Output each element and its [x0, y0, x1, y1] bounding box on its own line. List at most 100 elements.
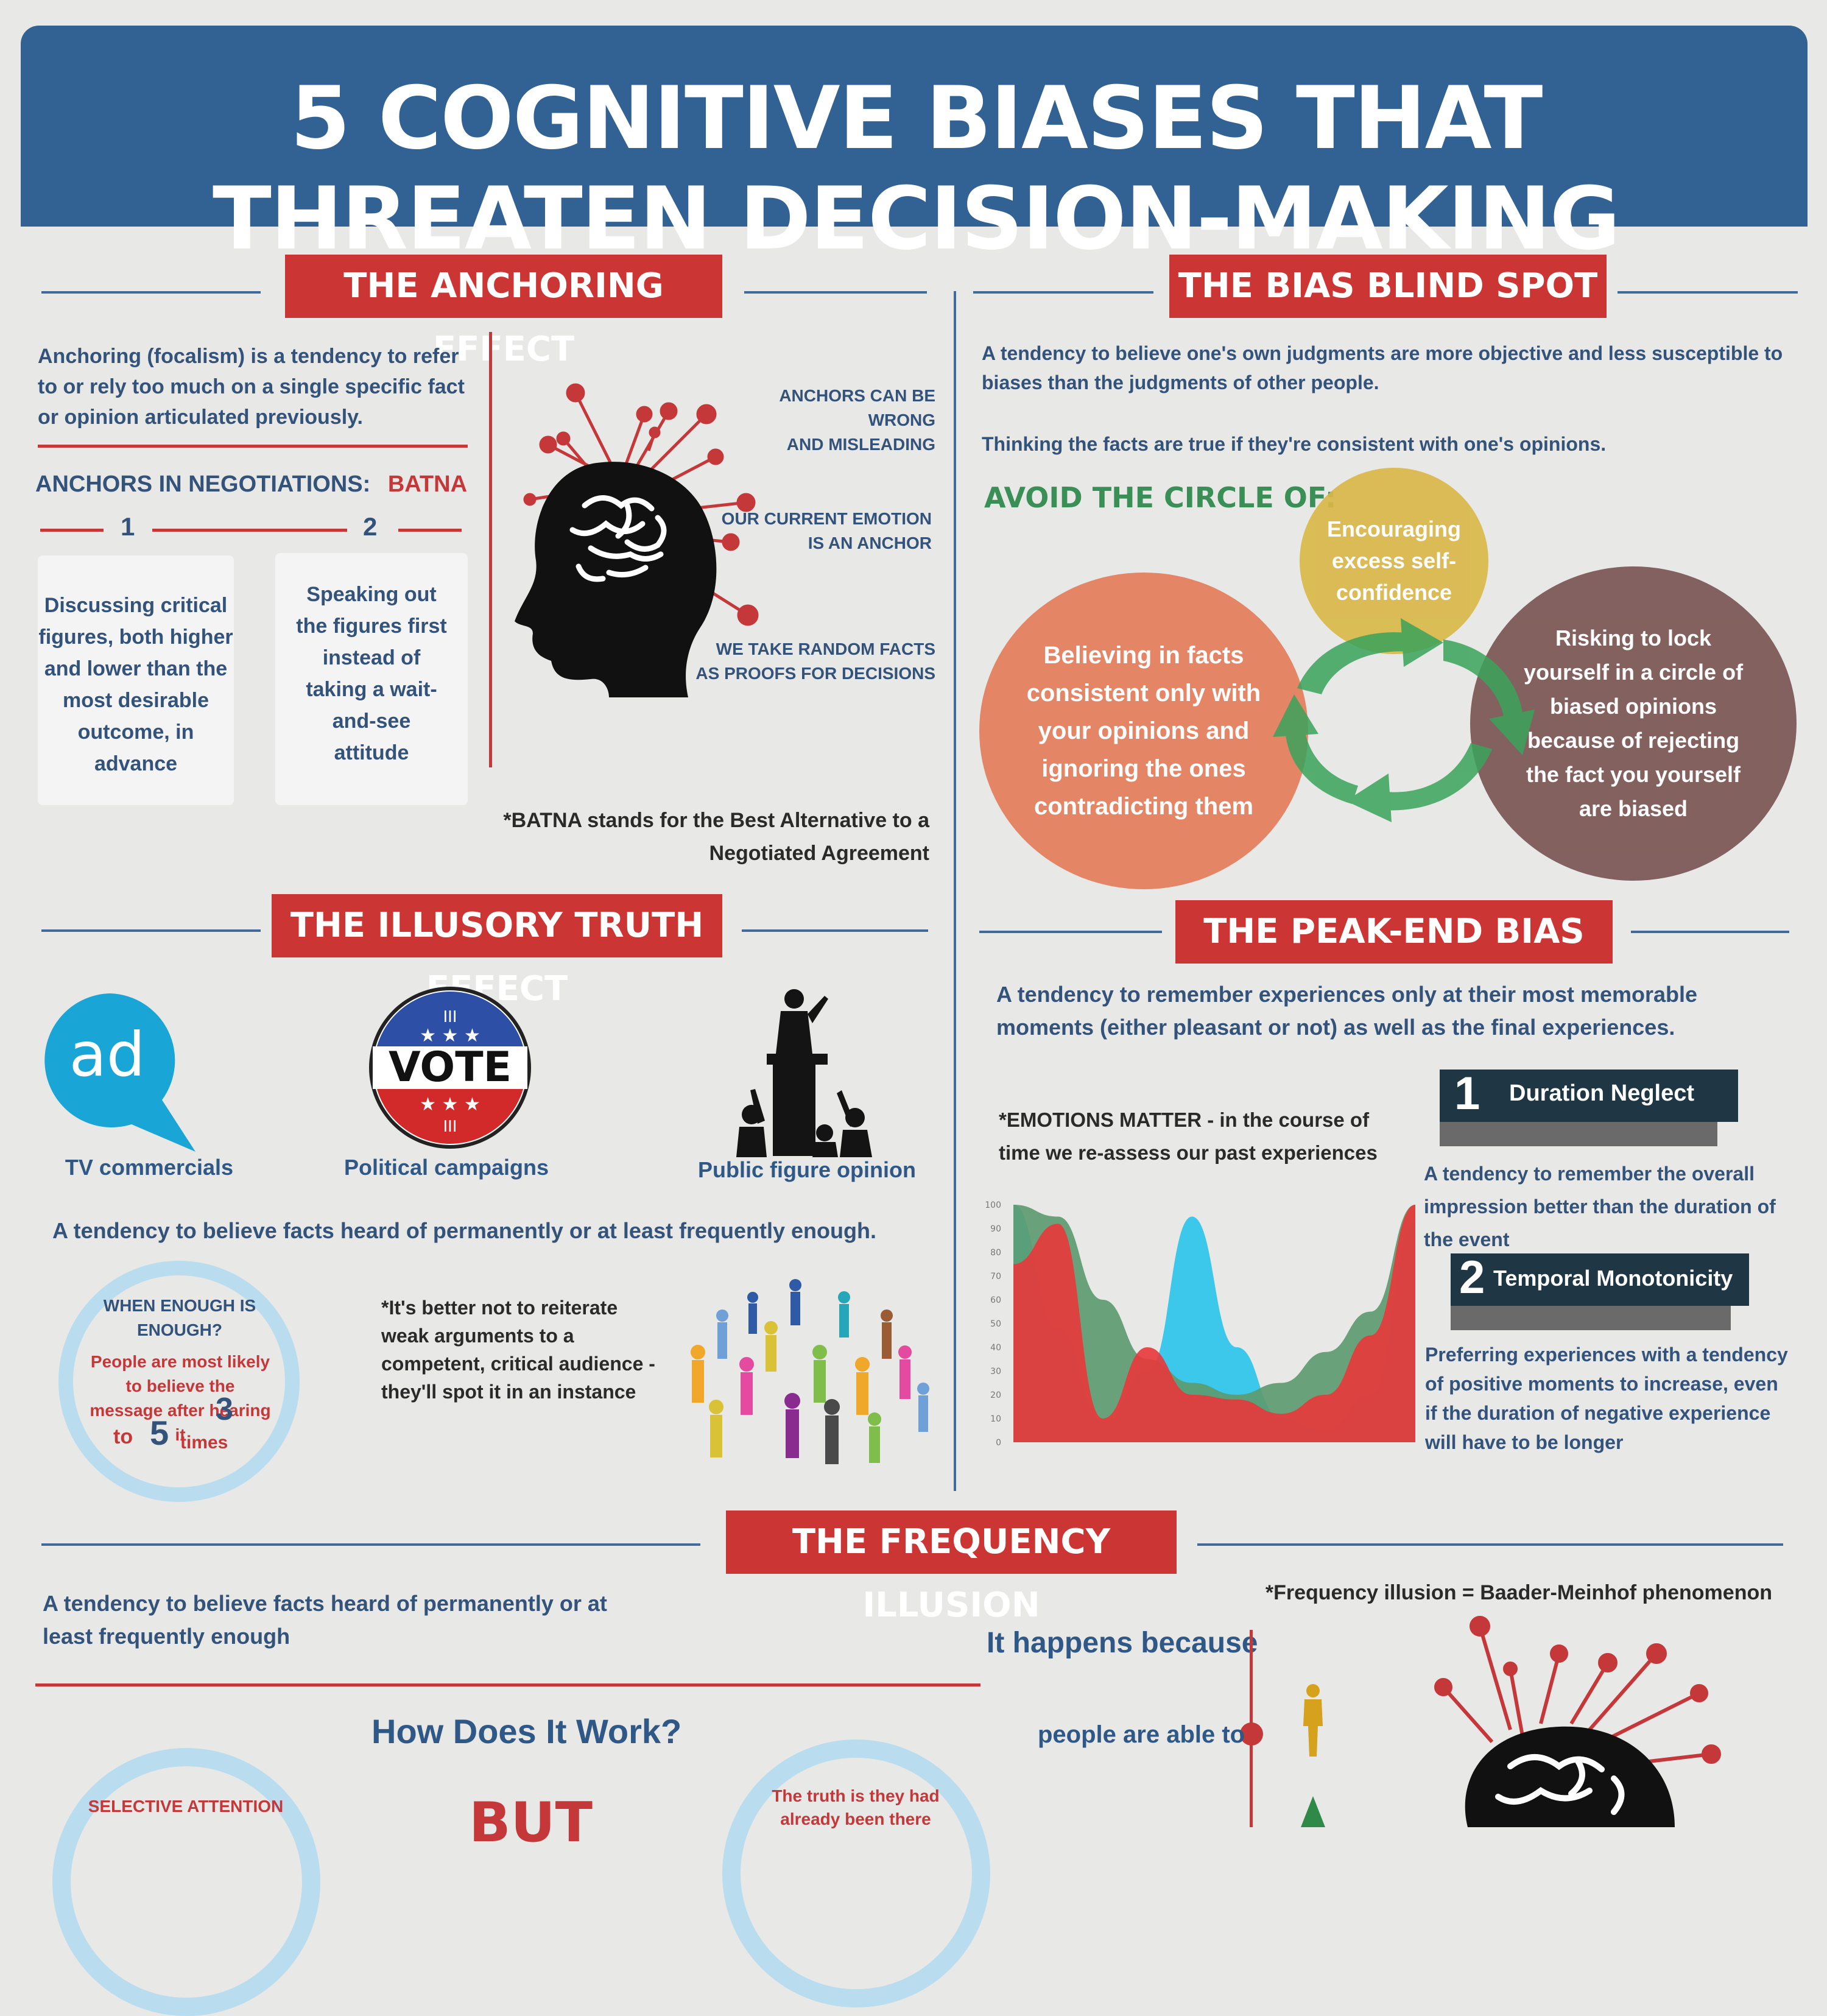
ring-to: to [113, 1425, 133, 1448]
blindspot-definition: A tendency to believe one's own judgment… [982, 342, 1783, 393]
divider-line [41, 929, 261, 932]
ad-speech-bubble-icon: ad [44, 993, 196, 1152]
cycle-arrows-icon [1273, 618, 1535, 822]
divider-line [40, 529, 104, 532]
truth-ring [722, 1739, 990, 2007]
head-with-pins-icon [515, 383, 759, 697]
divider-line [979, 931, 1162, 933]
head-with-pins-icon [1434, 1616, 1721, 1827]
political-campaigns-caption: Political campaigns [343, 1155, 549, 1180]
ad-text: ad [69, 1019, 146, 1090]
chart-series-area [1013, 1205, 1415, 1442]
temporal-monotonicity-desc: Preferring experiences with a tendency o… [1425, 1344, 1788, 1453]
vote-badge-icon: III ★ ★ ★ ★ ★ ★ III VOTE [369, 987, 531, 1149]
circle-top: Encouraging excess self-confidence [1300, 468, 1488, 654]
ribbon-number: 2 [1459, 1252, 1485, 1303]
people-are-able-to: people are able to [1038, 1721, 1245, 1748]
duration-neglect-desc: A tendency to remember the overall impre… [1424, 1163, 1776, 1250]
frequency-heading: THE FREQUENCY ILLUSION [726, 1510, 1177, 1625]
ring-times: times [180, 1433, 228, 1453]
ring-question: WHEN ENOUGH IS ENOUGH? [103, 1296, 256, 1339]
y-tick-label: 0 [996, 1438, 1001, 1448]
divider-line [41, 1543, 700, 1546]
selective-ring [52, 1748, 320, 2016]
peakend-definition: A tendency to remember experiences only … [996, 982, 1698, 1040]
divider-line [489, 332, 492, 767]
step-card: Discussing critical figures, both higher… [38, 555, 234, 805]
y-tick-label: 30 [990, 1367, 1001, 1376]
svg-text:III: III [443, 1118, 457, 1136]
crowd-icon [691, 1279, 929, 1464]
truth-text: The truth is they had already been there [772, 1786, 940, 1828]
step-card: Speaking out the figures first instead o… [275, 553, 468, 805]
divider-line [744, 291, 927, 294]
divider-line [1631, 931, 1789, 933]
ribbon-shadow [1440, 1122, 1717, 1146]
y-tick-label: 60 [990, 1295, 1001, 1305]
y-tick-label: 50 [990, 1319, 1001, 1329]
divider-line [973, 291, 1153, 294]
ribbon-temporal-monotonicity [1451, 1253, 1749, 1306]
anchor-note: WE TAKE RANDOM FACTS [716, 640, 935, 658]
y-tick-label: 90 [990, 1224, 1001, 1234]
y-tick-label: 10 [990, 1414, 1001, 1424]
svg-text:★ ★ ★: ★ ★ ★ [420, 1094, 481, 1115]
ribbon-number: 1 [1454, 1068, 1480, 1119]
ribbon-label: Temporal Monotonicity [1493, 1266, 1733, 1291]
divider-line [41, 291, 261, 294]
divider-line [1197, 1543, 1783, 1546]
divider-line [1618, 291, 1798, 294]
avoid-circle-label: AVOID THE CIRCLE OF: [984, 481, 1337, 514]
divider-line [35, 1683, 980, 1686]
tv-commercials-caption: TV commercials [65, 1155, 234, 1180]
anchor-note: AND MISLEADING [786, 435, 935, 454]
anchor-note: OUR CURRENT EMOTION [721, 509, 932, 528]
anchoring-heading: THE ANCHORING EFFECT [285, 255, 722, 369]
negotiations-label: ANCHORS IN NEGOTIATIONS: [35, 471, 371, 497]
batna-label: BATNA [387, 471, 468, 497]
blindspot-heading: THE BIAS BLIND SPOT [1169, 255, 1607, 318]
anchor-note: ANCHORS CAN BE WRONG [779, 386, 935, 429]
frequency-alias: *Frequency illusion = Baader-Meinhof phe… [1265, 1581, 1772, 1604]
selective-attention: SELECTIVE ATTENTION [88, 1797, 284, 1816]
chart-series-area [1013, 1205, 1415, 1442]
person-and-tree-icon [1301, 1684, 1325, 1827]
ring-number-3: 3 [216, 1392, 233, 1427]
header-banner: 5 COGNITIVE BIASES THAT THREATEN DECISIO… [21, 26, 1808, 269]
batna-footnote: *BATNA stands for the Best Alternative t… [503, 809, 929, 865]
anchor-note: AS PROOFS FOR DECISIONS [695, 664, 935, 683]
y-tick-label: 20 [990, 1390, 1001, 1400]
y-tick-label: 40 [990, 1343, 1001, 1353]
chart-series-area [1013, 1205, 1415, 1442]
illusory-heading: THE ILLUSORY TRUTH EFFECT [272, 894, 722, 1009]
divider-line [152, 529, 347, 532]
but-text: BUT [469, 1791, 593, 1855]
anchor-note: IS AN ANCHOR [808, 534, 932, 552]
step-number: 1 [121, 512, 135, 541]
it-happens-because: It happens because [987, 1627, 1258, 1659]
anchoring-definition: Anchoring (focalism) is a tendency to re… [38, 345, 465, 429]
frequency-definition: A tendency to believe facts heard of per… [43, 1591, 607, 1649]
circle-left: Believing in facts consistent only with … [979, 573, 1308, 889]
illusory-definition: A tendency to believe facts heard of per… [52, 1218, 876, 1243]
vote-text: VOTE [389, 1043, 512, 1091]
divider-line [742, 929, 928, 932]
public-figure-caption: Public figure opinion [698, 1157, 916, 1182]
emotions-note: *EMOTIONS MATTER - in the course of time… [999, 1108, 1378, 1164]
y-tick-label: 80 [990, 1248, 1001, 1258]
public-speaker-icon [736, 989, 872, 1157]
ring-number-5: 5 [150, 1414, 169, 1452]
timeline-dot [1240, 1722, 1263, 1746]
y-tick-label: 70 [990, 1272, 1001, 1281]
how-does-it-work: How Does It Work? [371, 1712, 682, 1750]
ribbon-duration-neglect [1440, 1070, 1738, 1122]
svg-text:III: III [443, 1008, 457, 1026]
ribbon-label: Duration Neglect [1509, 1080, 1695, 1106]
blindspot-thinking: Thinking the facts are true if they're c… [982, 433, 1607, 455]
svg-text:★ ★ ★: ★ ★ ★ [420, 1025, 481, 1046]
ring-body: People are most likely to believe the me… [90, 1352, 271, 1444]
ribbon-shadow [1451, 1306, 1731, 1330]
step-number: 2 [363, 512, 378, 541]
y-tick-label: 100 [985, 1200, 1001, 1210]
